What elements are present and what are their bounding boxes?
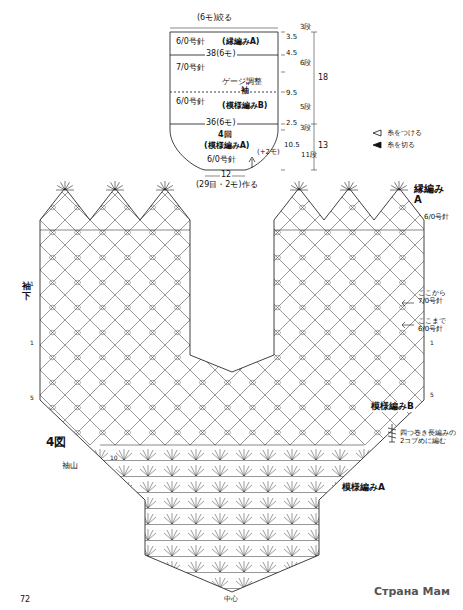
fan-stroke [299, 186, 307, 191]
row-count: 11段 [301, 152, 317, 160]
hook-note: ここまで 6/0号針 [418, 318, 458, 333]
fan-stroke [165, 186, 173, 191]
dimension: 4.5 [286, 50, 297, 58]
stitch-count: 38(6モ) [205, 50, 237, 59]
hook-size: 6/0号針 [176, 98, 205, 107]
fan-stroke [115, 186, 123, 191]
fan-stroke [299, 181, 300, 190]
start-note: (29目・2モ)作る [196, 181, 258, 190]
stitch-count: 36(6モ) [205, 119, 237, 128]
fan-stroke [290, 190, 299, 191]
center-mark: 中心 [224, 596, 238, 604]
fan-stroke [115, 181, 116, 190]
stitch-chart [0, 180, 463, 605]
stitch-name: (模様編みB) [222, 102, 267, 111]
dimension: 9.5 [286, 90, 297, 98]
gather-note: (6モ)絞る [196, 14, 233, 23]
stitch-name: 模様編みB [370, 402, 415, 412]
sleeve-schematic [170, 28, 317, 176]
increase-note: (+2モ) [257, 149, 280, 157]
fan-stroke [349, 186, 357, 191]
fan-stroke [349, 190, 358, 191]
fan-stroke [115, 190, 124, 191]
fan-stroke [61, 182, 66, 190]
dimension: 2.5 [286, 120, 297, 128]
row-count: 3段 [300, 24, 311, 32]
part-name: 袖 [240, 87, 250, 96]
symbol-note: 四つ巻き長編みの 2コブめに編む [400, 430, 458, 445]
dimension: 12 [220, 171, 232, 180]
row-number: 1 [430, 340, 434, 347]
stitch-name: 縁編み A [414, 183, 448, 205]
fan-stroke [299, 190, 308, 191]
gauge-note: ゲージ調整 [222, 78, 262, 87]
legend-symbol [372, 129, 384, 137]
legend-text: 糸を切る [387, 140, 415, 150]
dimension: 13 [318, 142, 328, 151]
fan-stroke [349, 181, 350, 190]
fan-stroke [65, 186, 73, 191]
fan-stroke [295, 182, 300, 190]
row-count: 6段 [300, 60, 311, 68]
fan-stroke [165, 190, 174, 191]
row-number: 5 [430, 392, 434, 399]
stitch-name: 模様編みA [342, 483, 385, 493]
fan-stroke [165, 181, 166, 190]
hook-size: 6/0号針 [424, 214, 449, 222]
fan-stroke [56, 190, 65, 191]
part-name: 袖下 [22, 282, 31, 302]
dimension: 18 [318, 74, 328, 83]
fan-stroke [156, 190, 165, 191]
fan-stroke [399, 181, 400, 190]
edge-fans [56, 181, 408, 190]
row-count: 3段 [300, 125, 311, 133]
dimension: 3.5 [286, 34, 297, 42]
fan-stroke [161, 182, 166, 190]
legend-item: 糸を切る [372, 140, 415, 150]
fan-stroke [345, 182, 350, 190]
row-number: 10 [110, 455, 118, 462]
fan-stroke [395, 182, 400, 190]
fan-stroke [65, 181, 66, 190]
fan-stroke [340, 190, 349, 191]
fan-stroke [111, 182, 116, 190]
row-number: 5 [30, 395, 34, 402]
legend-text: 糸をつける [387, 128, 422, 138]
row-number: 1 [30, 340, 34, 347]
row-number: 1 [30, 281, 34, 288]
fan-stroke [65, 190, 74, 191]
watermark: Страна Мам [374, 586, 450, 598]
row-count: 5段 [300, 104, 311, 112]
fan-stroke [106, 190, 115, 191]
hook-size: 6/0号針 [207, 156, 236, 165]
figure-number: 4図 [46, 436, 66, 449]
page-number: 72 [20, 596, 30, 605]
fan-stroke [390, 190, 399, 191]
dimension: 10.5 [284, 142, 300, 150]
part-name: 袖山 [62, 462, 78, 471]
legend-symbol [372, 141, 384, 149]
fan-stroke [399, 190, 408, 191]
legend-item: 糸をつける [372, 128, 422, 138]
stitch-name: (縁編みA) [222, 38, 260, 47]
hook-size: 7/0号針 [176, 64, 205, 73]
stitch-name: (模様編みA) [204, 142, 250, 151]
hook-size: 6/0号針 [176, 38, 205, 47]
hook-note: ここから 7/0号針 [418, 290, 458, 305]
repeat-count: 4回 [218, 131, 232, 140]
fan-stroke [399, 186, 407, 191]
